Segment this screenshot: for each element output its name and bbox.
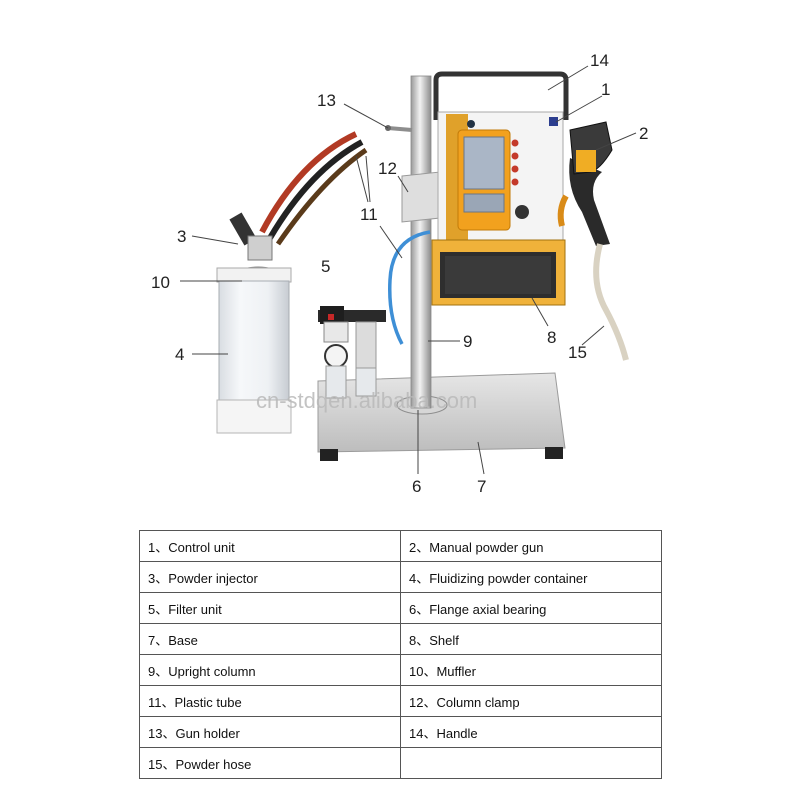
control-unit: [437, 111, 564, 245]
powder-injector: [229, 131, 368, 261]
legend-cell: 2、Manual powder gun: [400, 530, 662, 562]
legend-cell: 9、Upright column: [139, 654, 401, 686]
manual-powder-gun: [557, 121, 613, 246]
callout-13: 13: [317, 91, 336, 110]
table-row: 11、Plastic tube 12、Column clamp: [139, 685, 662, 717]
equipment-diagram: 14 1 13 2 12 11 3 5 10 9 8 4 15 6 7 cn-s…: [151, 51, 648, 496]
legend-cell: 8、Shelf: [400, 623, 662, 655]
table-row: 15、Powder hose: [139, 747, 662, 779]
powder-hose: [593, 243, 629, 361]
handle: [433, 71, 569, 120]
callout-7: 7: [477, 477, 486, 496]
legend-cell: 13、Gun holder: [139, 716, 401, 748]
shelf: [431, 239, 566, 306]
table-row: 5、Filter unit 6、Flange axial bearing: [139, 592, 662, 624]
legend-cell: 14、Handle: [400, 716, 662, 748]
callout-9: 9: [463, 332, 472, 351]
fluidizing-powder-container: [216, 267, 292, 434]
callout-2: 2: [639, 124, 648, 143]
callout-11: 11: [360, 205, 378, 224]
legend-cell: 6、Flange axial bearing: [400, 592, 662, 624]
callout-5: 5: [321, 257, 330, 276]
legend-cell: 1、Control unit: [139, 530, 401, 562]
legend-cell: 15、Powder hose: [139, 747, 401, 779]
upright-column: [410, 75, 432, 409]
legend-cell: 5、Filter unit: [139, 592, 401, 624]
legend-cell: [400, 747, 662, 779]
table-row: 1、Control unit 2、Manual powder gun: [139, 530, 662, 562]
legend-cell: 4、Fluidizing powder container: [400, 561, 662, 593]
table-row: 9、Upright column 10、Muffler: [139, 654, 662, 686]
callout-6: 6: [412, 477, 421, 496]
filter-unit: [318, 306, 386, 399]
legend-cell: 7、Base: [139, 623, 401, 655]
gun-holder: [385, 125, 413, 132]
callout-15: 15: [568, 343, 587, 362]
legend-cell: 11、Plastic tube: [139, 685, 401, 717]
watermark-text: cn-stdqen.alibaba.com: [256, 388, 477, 413]
callout-3: 3: [177, 227, 186, 246]
column-clamp: [401, 171, 441, 223]
callout-12: 12: [378, 159, 397, 178]
plastic-tube: [388, 230, 431, 345]
callout-4: 4: [175, 345, 184, 364]
table-row: 7、Base 8、Shelf: [139, 623, 662, 655]
legend-cell: 3、Powder injector: [139, 561, 401, 593]
parts-legend-table: 1、Control unit 2、Manual powder gun 3、Pow…: [139, 530, 662, 779]
table-row: 3、Powder injector 4、Fluidizing powder co…: [139, 561, 662, 593]
legend-cell: 12、Column clamp: [400, 685, 662, 717]
base: [317, 372, 566, 461]
table-row: 13、Gun holder 14、Handle: [139, 716, 662, 748]
callout-10: 10: [151, 273, 170, 292]
callout-1: 1: [601, 80, 610, 99]
callout-14: 14: [590, 51, 609, 70]
leader-lines: [180, 65, 637, 475]
callout-8: 8: [547, 328, 556, 347]
legend-cell: 10、Muffler: [400, 654, 662, 686]
